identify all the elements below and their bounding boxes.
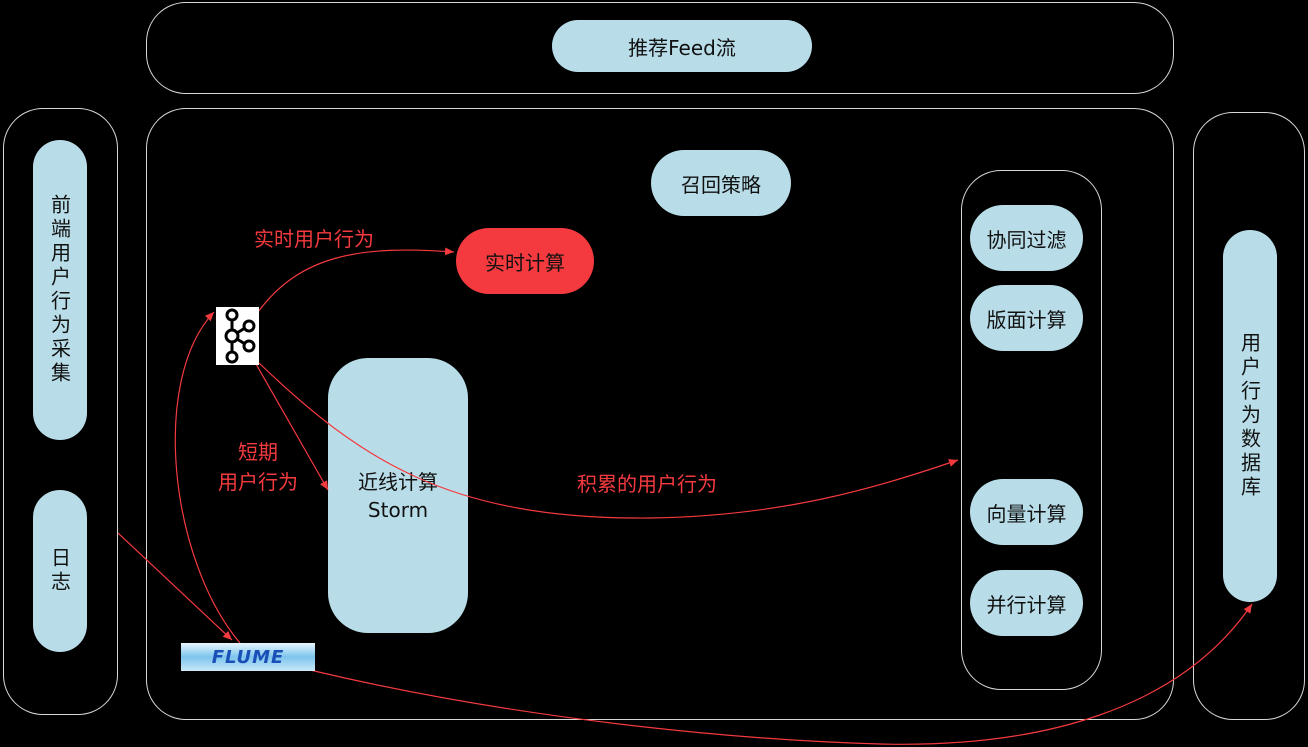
frontend-collection-node: 前端用户行为采集 (33, 140, 87, 440)
feed-stream-node: 推荐Feed流 (552, 20, 812, 72)
arrow-flume-to-db (309, 603, 1253, 745)
user-behavior-db-node: 用户行为数据库 (1223, 230, 1277, 602)
arrow-log-to-flume (117, 532, 233, 641)
top-panel (146, 2, 1174, 94)
collaborative-filtering-node: 协同过滤 (970, 205, 1083, 271)
vector-compute-node: 向量计算 (970, 479, 1083, 545)
nearline-compute-node: 近线计算 Storm (328, 358, 468, 633)
log-node: 日志 (33, 490, 87, 652)
realtime-compute-node: 实时计算 (456, 228, 594, 294)
arrow-kafka-to-nearline (255, 363, 329, 491)
left-panel (3, 108, 118, 715)
flume-logo-icon: FLUME (181, 643, 315, 671)
arrow-kafka-to-realtime (257, 247, 455, 313)
label-realtime-behavior: 实时用户行为 (254, 227, 374, 251)
kafka-logo-icon (216, 307, 259, 365)
label-short-term-line-1: 短期 (238, 440, 278, 464)
label-short-term-line-2: 用户行为 (218, 470, 298, 494)
arrow-kafka-to-strategies (257, 361, 959, 519)
parallel-compute-node: 并行计算 (970, 570, 1083, 636)
strategy-panel (961, 170, 1102, 690)
label-accumulated-behavior: 积累的用户行为 (577, 472, 717, 496)
label-short-term-behavior: 短期 用户行为 (212, 437, 304, 497)
flume-logo-text: FLUME (211, 646, 285, 668)
nearline-line-2: Storm (367, 497, 429, 522)
main-panel (146, 108, 1174, 720)
recall-strategy-node: 召回策略 (651, 150, 791, 216)
nearline-line-1: 近线计算 (358, 469, 438, 494)
arrow-flume-to-kafka (174, 311, 241, 644)
right-panel (1193, 112, 1305, 720)
layout-compute-node: 版面计算 (970, 285, 1083, 351)
